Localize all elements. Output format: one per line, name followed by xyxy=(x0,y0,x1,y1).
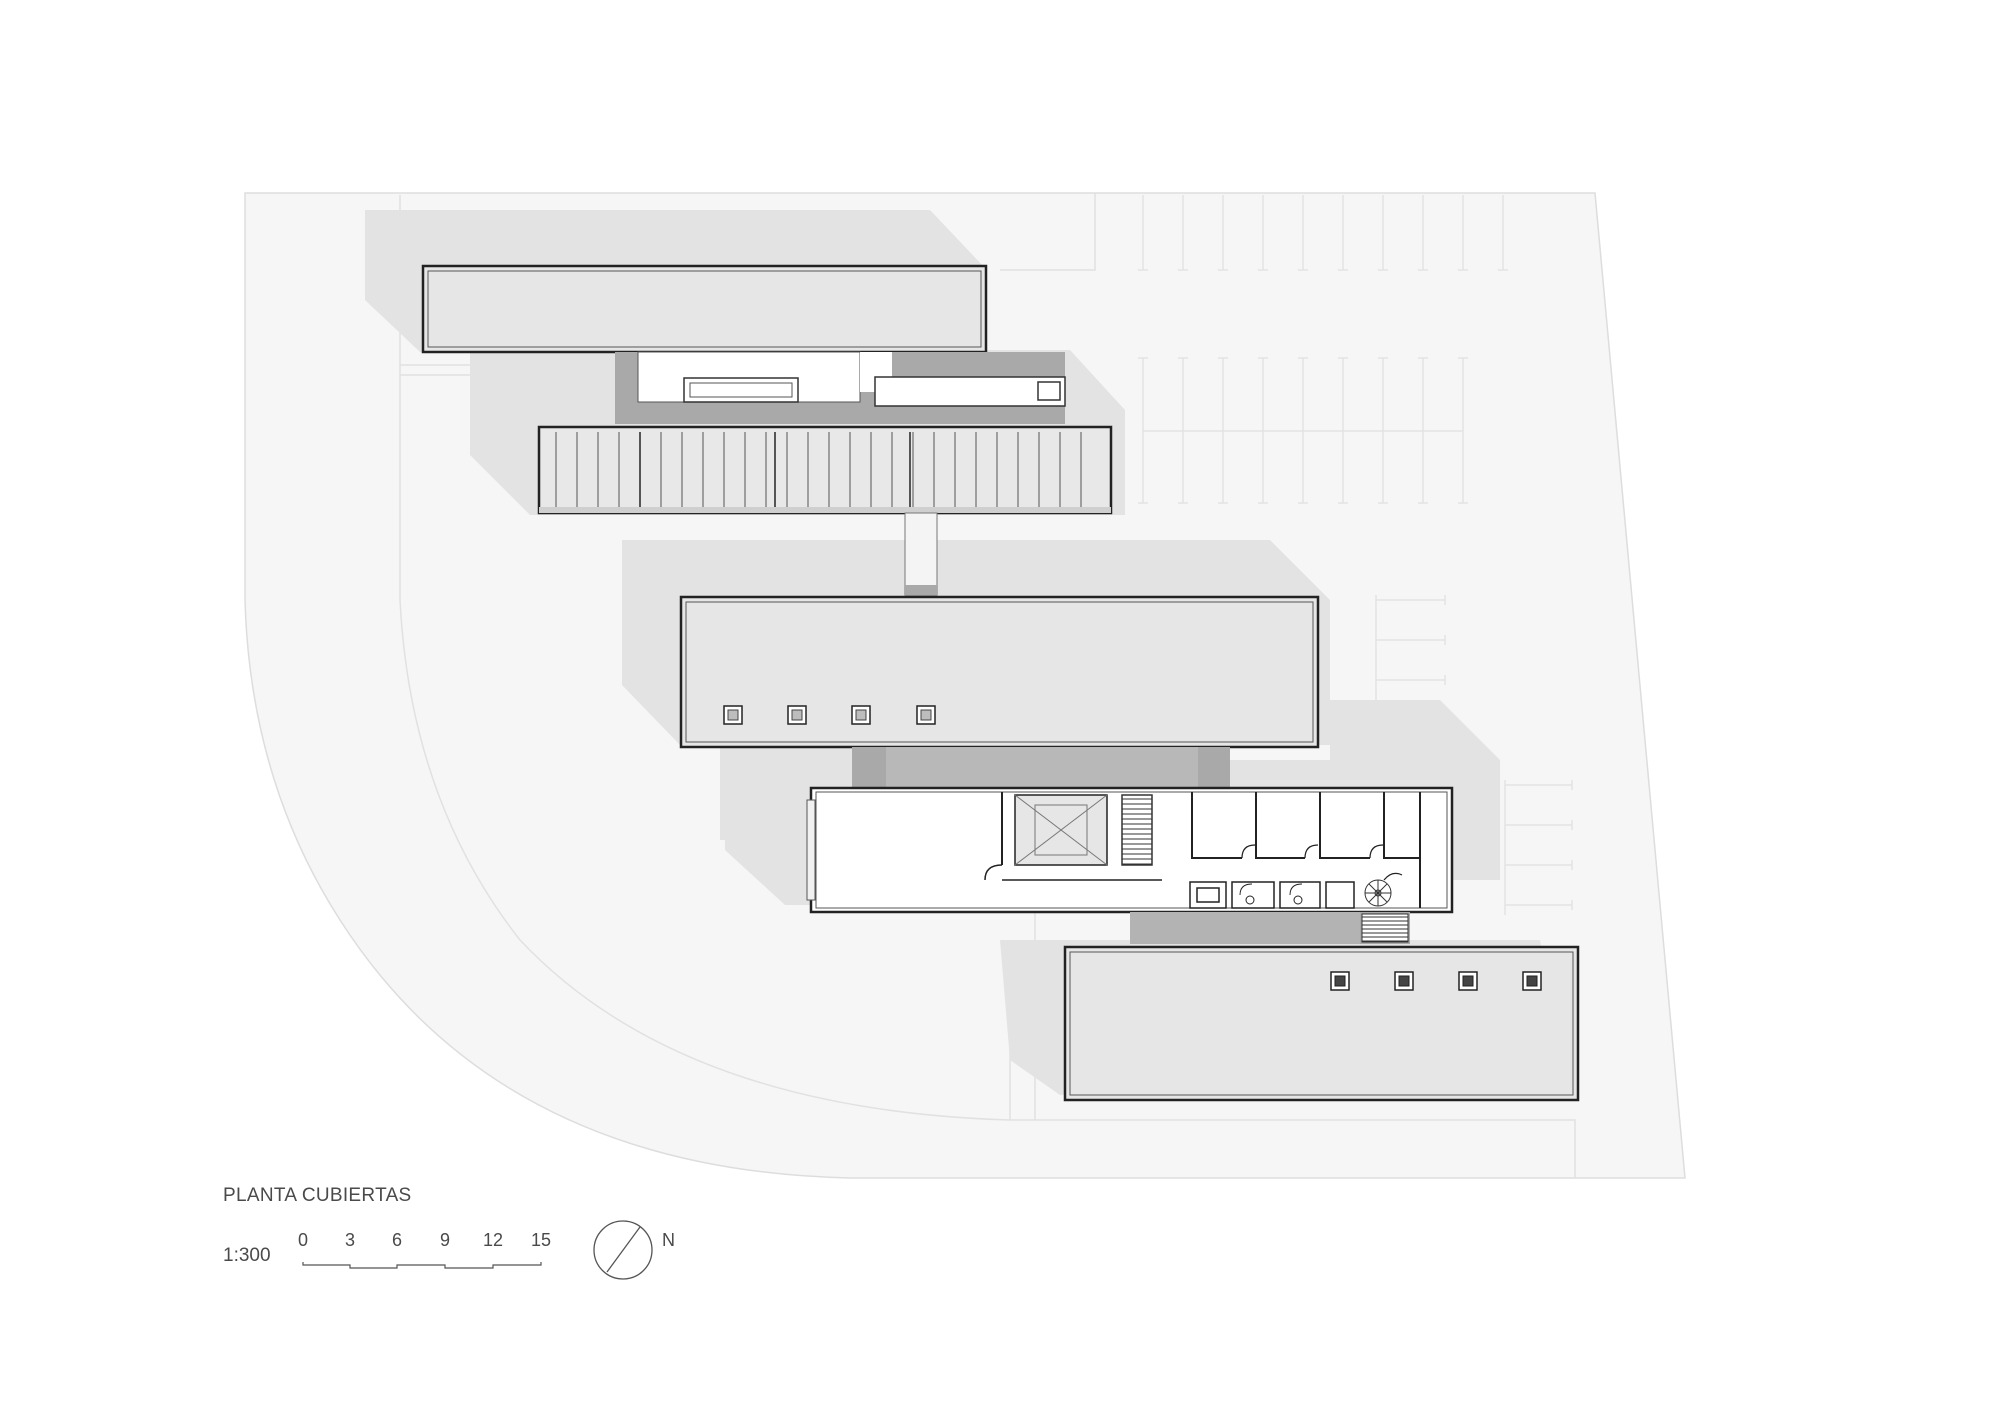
office-rooms xyxy=(1191,792,1421,908)
scale-tick-label: 0 xyxy=(297,1230,309,1250)
skylight-icon xyxy=(1037,381,1061,401)
north-label: N xyxy=(662,1230,675,1250)
stair-outline xyxy=(1121,794,1153,866)
lot-line xyxy=(1000,193,1096,271)
connector-floor xyxy=(886,747,1198,787)
skylight-glass xyxy=(1334,975,1346,987)
sidewalk-curve xyxy=(399,195,1576,1178)
roof-parapet xyxy=(427,270,982,348)
skylight-row xyxy=(1330,971,1542,991)
floor-plan-inner xyxy=(815,791,1448,909)
plan-title: PLANTA CUBIERTAS xyxy=(223,1185,412,1206)
skylight-glass xyxy=(855,709,867,721)
bridge-end xyxy=(905,585,937,595)
skylight-glass xyxy=(727,709,739,721)
canopy-roof xyxy=(874,376,1066,407)
roof-block-south xyxy=(1063,945,1580,1102)
roof-block-middle xyxy=(679,595,1320,749)
scale-tick-label: 15 xyxy=(530,1230,552,1250)
scale-tick-label: 9 xyxy=(439,1230,451,1250)
roof-parapet xyxy=(1069,951,1574,1096)
stair-outline xyxy=(1361,913,1409,943)
roof-block-north xyxy=(421,264,988,354)
skylight-glass xyxy=(1462,975,1474,987)
colonnade-edge xyxy=(539,507,1111,513)
skylight-glass xyxy=(1398,975,1410,987)
parking-area xyxy=(1138,195,1573,915)
graphic-scale-bar xyxy=(302,1262,542,1269)
bench xyxy=(683,377,799,403)
bridge xyxy=(904,512,938,596)
north-arrow-icon xyxy=(593,1220,653,1280)
service-core xyxy=(1189,881,1355,909)
scale-tick-label: 12 xyxy=(482,1230,504,1250)
atrium-diagonal xyxy=(1014,794,1108,866)
skylight-glass xyxy=(1526,975,1538,987)
skylight-row xyxy=(723,705,936,725)
scale-ratio: 1:300 xyxy=(223,1245,271,1266)
atrium-inner xyxy=(1034,804,1088,856)
colonnade-fins xyxy=(555,432,1082,507)
bench-inner xyxy=(689,382,793,398)
connector-zone xyxy=(1130,912,1360,944)
colonnade-block xyxy=(537,425,1113,515)
skylight-glass xyxy=(920,709,932,721)
spiral-stair-icon xyxy=(1364,879,1392,907)
skylight-glass xyxy=(791,709,803,721)
window-strip xyxy=(806,799,816,901)
door-swing-icon xyxy=(984,864,1003,881)
stair xyxy=(1121,794,1153,866)
exterior-stair xyxy=(1361,913,1409,943)
scale-tick-label: 6 xyxy=(391,1230,403,1250)
roof-parapet xyxy=(685,601,1314,743)
scale-tick-label: 3 xyxy=(344,1230,356,1250)
